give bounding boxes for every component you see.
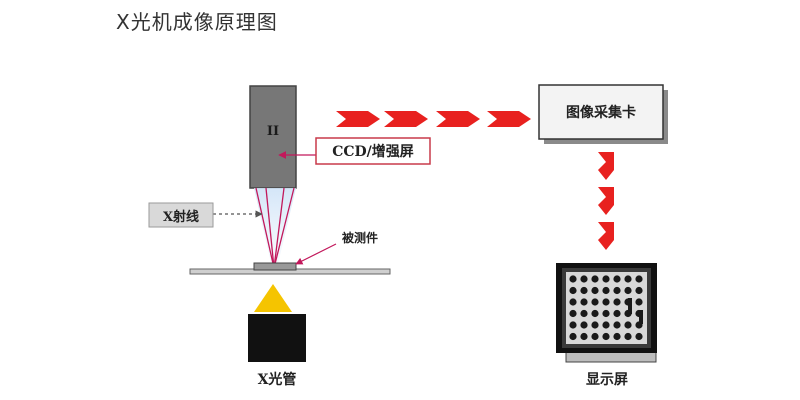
specimen-pointer-line (295, 243, 337, 265)
display-dot (580, 321, 588, 329)
display-dot (624, 275, 632, 283)
display-bar (628, 298, 632, 314)
display-dot (602, 332, 610, 341)
display-dot (613, 332, 621, 341)
xray-beam-lines (255, 187, 295, 269)
specimen-part (253, 262, 297, 271)
ccd-label: CCD/增强屏 (332, 144, 414, 160)
signal-arrows-horizontal (336, 111, 531, 127)
display-dot (580, 298, 588, 306)
capture-card-box (538, 84, 664, 140)
display-dot (591, 332, 599, 341)
xray-label: X射线 (162, 209, 200, 225)
display-dot (635, 332, 643, 341)
xray-tube-block (248, 314, 306, 362)
display-dot (635, 298, 643, 306)
xray-beam-cone (254, 188, 296, 268)
display-dot (580, 309, 588, 318)
tube-label: X光管 (257, 372, 297, 388)
specimen-label: 被测件 (341, 230, 378, 245)
display-dot (602, 286, 610, 295)
display-dot (624, 286, 632, 295)
chevron-arrow-down-2 (598, 187, 614, 215)
signal-arrows-vertical (598, 152, 614, 250)
display-dot (602, 275, 610, 283)
chevron-arrow-2 (384, 111, 428, 127)
display-dot (591, 309, 599, 318)
xray-label-box (148, 202, 214, 228)
display-dot (613, 286, 621, 295)
display-dot (602, 298, 610, 306)
display-dot (580, 332, 588, 341)
chevron-arrow-1 (336, 111, 380, 127)
display-dot (591, 298, 599, 306)
page-title: X光机成像原理图 (116, 10, 278, 34)
display-label: 显示屏 (586, 372, 628, 388)
chevron-arrow-down-1 (598, 152, 614, 180)
display-base (565, 351, 657, 363)
display-dot (591, 286, 599, 295)
display-bar (639, 310, 643, 324)
chevron-arrow-4 (487, 111, 531, 127)
chevron-arrow-3 (436, 111, 480, 127)
display-dot (580, 286, 588, 295)
intensifier-block (249, 85, 297, 189)
display-dot (591, 275, 599, 283)
display-dot (624, 332, 632, 341)
display-dot (613, 321, 621, 329)
display-dot (591, 321, 599, 329)
chevron-arrow-down-3 (598, 222, 614, 250)
display-dot (613, 298, 621, 306)
ccd-label-box (315, 137, 431, 165)
display-dot (635, 275, 643, 283)
display-image-background (566, 272, 647, 344)
display-dot (569, 332, 577, 341)
tube-emission-cone (254, 284, 292, 312)
display-dot (569, 298, 577, 306)
display-dot (602, 309, 610, 318)
display-dot (635, 286, 643, 295)
display-dot (569, 286, 577, 295)
display-dot (613, 275, 621, 283)
display-dot (569, 275, 577, 283)
display-dot (613, 309, 621, 318)
display-dot (624, 321, 632, 329)
capture-card-label: 图像采集卡 (566, 105, 636, 121)
display-dot (569, 309, 577, 318)
display-dot (602, 321, 610, 329)
display-image-pattern (566, 272, 647, 344)
display-dot (569, 321, 577, 329)
display-dot (580, 275, 588, 283)
intensifier-label: II (266, 123, 280, 139)
